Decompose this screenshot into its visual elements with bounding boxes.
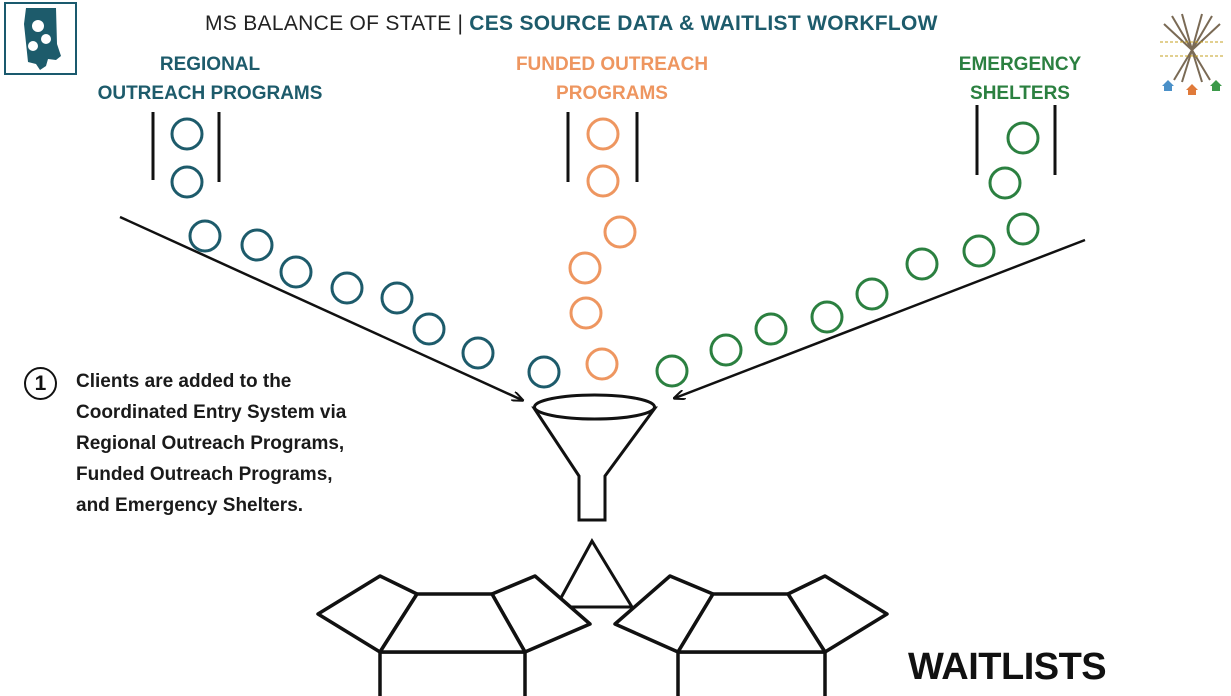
regional-client-icon [188, 219, 222, 253]
title-main: CES SOURCE DATA & WAITLIST WORKFLOW [469, 12, 938, 35]
funded-client-icon [603, 215, 637, 249]
regional-client-icon [461, 336, 495, 370]
regional-client-icon [380, 281, 414, 315]
arrow-right [675, 238, 1086, 398]
title-prefix: MS BALANCE OF STATE [205, 12, 452, 35]
funded-client-icon [586, 117, 620, 151]
funded-client-icon [568, 251, 602, 285]
funded-client-icon [569, 296, 603, 330]
funded-client-circles [568, 117, 637, 381]
regional-client-icon [330, 271, 364, 305]
shelters-client-icon [754, 312, 788, 346]
shelters-client-icon [988, 166, 1022, 200]
shelters-client-circles [655, 121, 1040, 388]
open-box-icon-left [316, 574, 592, 696]
funded-client-icon [586, 164, 620, 198]
triangle-shape [553, 537, 635, 609]
funded-client-icon [585, 347, 619, 381]
page-title: MS BALANCE OF STATE|CES SOURCE DATA & WA… [205, 12, 938, 36]
regional-client-icon [279, 255, 313, 289]
regional-client-icon [170, 165, 204, 199]
regional-client-circles [170, 117, 561, 389]
mississippi-map-logo-icon [4, 2, 77, 75]
regional-client-icon [412, 312, 446, 346]
shelters-client-icon [1006, 121, 1040, 155]
shelters-client-icon [655, 354, 689, 388]
regional-outreach-label: REGIONAL OUTREACH PROGRAMS [97, 54, 323, 104]
title-separator: | [457, 12, 464, 35]
shelters-client-icon [709, 333, 743, 367]
shelters-client-icon [810, 300, 844, 334]
regional-client-icon [170, 117, 204, 151]
shelters-client-icon [1006, 212, 1040, 246]
regional-client-icon [527, 355, 561, 389]
regional-client-icon [240, 228, 274, 262]
step-number-badge: 1 [24, 367, 57, 400]
shelters-client-icon [905, 247, 939, 281]
shelters-client-icon [962, 234, 996, 268]
emergency-shelters-label: EMERGENCY SHELTERS [958, 54, 1082, 104]
funded-outreach-label: FUNDED OUTREACH PROGRAMS [515, 54, 709, 104]
step-description: Clients are added to the Coordinated Ent… [76, 371, 347, 516]
shelters-client-icon [855, 277, 889, 311]
open-box-icon-right [613, 574, 889, 696]
funnel-icon [531, 393, 658, 522]
arrow-left [119, 215, 522, 400]
waitlists-label: WAITLISTS [908, 646, 1107, 688]
tree-houses-logo-icon [1158, 10, 1226, 98]
